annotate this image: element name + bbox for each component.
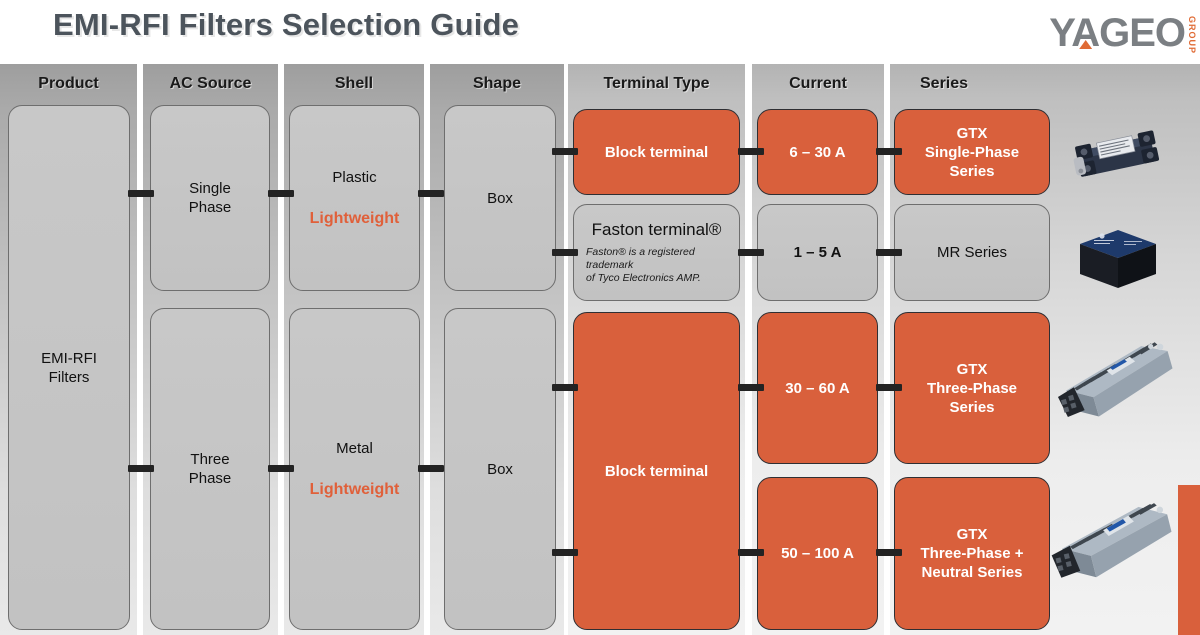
- node-label-line1: MR Series: [936, 244, 1007, 261]
- connector-metal-to-box-bottom: [418, 465, 444, 472]
- connector-30-60a-to-gtx-three-phase: [876, 384, 902, 391]
- connector-faston-terminal-to-1-5a: [738, 249, 764, 256]
- node-label-line2: Single-Phase: [924, 143, 1020, 161]
- connector-box-top-to-block-terminal: [552, 148, 578, 155]
- node-label-line1: Metal: [336, 440, 373, 457]
- logo-group-label: GROUP: [1187, 16, 1197, 55]
- node-shape-box-top[interactable]: Box: [444, 105, 556, 291]
- node-label-line1: Single: [189, 180, 231, 197]
- node-label-line2: Phase: [188, 470, 232, 487]
- node-label-line1: GTX: [956, 360, 988, 378]
- node-label-line1: Box: [487, 460, 513, 478]
- node-terminal-block-terminal-top[interactable]: Block terminal: [573, 109, 740, 195]
- node-label-line1: Box: [487, 189, 513, 207]
- node-label-line3: Series: [949, 398, 995, 416]
- column-header-shape: Shape: [472, 75, 521, 92]
- node-label-line3: Series: [949, 162, 995, 180]
- connector-block-terminal-to-30-60a: [738, 384, 764, 391]
- connector-box-top-to-faston-terminal: [552, 249, 578, 256]
- node-label-line1: Block terminal: [604, 143, 709, 161]
- connector-three-phase-to-metal: [268, 465, 294, 472]
- node-label-line2: Three-Phase: [926, 379, 1018, 397]
- node-label-line1: Block terminal: [604, 462, 709, 480]
- column-header-ac-source: AC Source: [169, 75, 252, 92]
- node-product-emi-rfi-filters[interactable]: EMI-RFI Filters: [8, 105, 130, 630]
- node-label-line1: 30 – 60 A: [785, 379, 850, 397]
- yageo-logo: YAGEO GROUP: [1049, 11, 1197, 57]
- node-label-line2: Phase: [188, 199, 232, 216]
- column-header-terminal-type: Terminal Type: [603, 75, 710, 92]
- node-current-1-5a[interactable]: 1 – 5 A: [757, 204, 878, 301]
- logo-wordmark: YAGEO: [1049, 11, 1186, 55]
- node-shell-plastic[interactable]: Plastic Lightweight: [289, 105, 420, 291]
- node-ac-source-single-phase[interactable]: Single Phase: [150, 105, 270, 291]
- node-label-line3: Neutral Series: [921, 564, 1023, 581]
- right-accent-bar: [1178, 485, 1200, 635]
- connector-plastic-to-box-top: [418, 190, 444, 197]
- mr-series-filter-photo: [1072, 222, 1164, 288]
- node-label-highlight: Lightweight: [309, 210, 400, 227]
- gtx-single-phase-filter-photo: [1068, 123, 1168, 193]
- column-header-shell: Shell: [334, 75, 374, 92]
- node-label-highlight: Lightweight: [309, 481, 400, 498]
- node-label-line1: EMI-RFI: [41, 349, 97, 367]
- logo-triangle-accent-icon: [1079, 40, 1093, 49]
- column-header-current: Current: [789, 75, 847, 92]
- connector-product-to-three-phase: [128, 465, 154, 472]
- node-label-line1: 6 – 30 A: [789, 143, 846, 161]
- page-title: EMI-RFI Filters Selection Guide: [53, 7, 520, 42]
- node-footnote-line2: of Tyco Electronics AMP.: [586, 272, 701, 284]
- node-label-line1: Plastic: [332, 169, 377, 186]
- connector-block-terminal-to-6-30a: [738, 148, 764, 155]
- connector-product-to-single-phase: [128, 190, 154, 197]
- node-series-gtx-three-phase-neutral[interactable]: GTX Three-Phase + Neutral Series: [894, 477, 1050, 630]
- node-current-30-60a[interactable]: 30 – 60 A: [757, 312, 878, 464]
- connector-6-30a-to-gtx-single-phase: [876, 148, 902, 155]
- node-label-line2: Filters: [48, 368, 90, 386]
- column-header-series: Series: [920, 75, 969, 92]
- node-series-gtx-single-phase[interactable]: GTX Single-Phase Series: [894, 109, 1050, 195]
- node-shape-box-bottom[interactable]: Box: [444, 308, 556, 630]
- connector-box-bottom-to-block-terminal-b: [552, 549, 578, 556]
- connector-1-5a-to-mr-series: [876, 249, 902, 256]
- node-series-gtx-three-phase[interactable]: GTX Three-Phase Series: [894, 312, 1050, 464]
- node-terminal-block-terminal-bottom[interactable]: Block terminal: [573, 312, 740, 630]
- node-ac-source-three-phase[interactable]: Three Phase: [150, 308, 270, 630]
- node-label-line1: 1 – 5 A: [793, 244, 842, 261]
- node-label-line1: GTX: [956, 526, 988, 543]
- column-header-product: Product: [38, 75, 99, 92]
- node-terminal-faston-terminal[interactable]: Faston terminal® Faston® is a registered…: [573, 204, 740, 301]
- node-label-line1: GTX: [956, 124, 988, 142]
- gtx-three-phase-filter-photo: [1053, 340, 1183, 430]
- node-footnote-line1: Faston® is a registered trademark: [586, 246, 695, 271]
- node-label-line1: Faston terminal®: [591, 220, 722, 239]
- node-label-line1: Three: [190, 451, 230, 468]
- node-shell-metal[interactable]: Metal Lightweight: [289, 308, 420, 630]
- node-label-line2: Three-Phase +: [920, 545, 1024, 562]
- connector-single-phase-to-plastic: [268, 190, 294, 197]
- node-series-mr-series[interactable]: MR Series: [894, 204, 1050, 301]
- node-current-6-30a[interactable]: 6 – 30 A: [757, 109, 878, 195]
- connector-block-terminal-to-50-100a: [738, 549, 764, 556]
- connector-box-bottom-to-block-terminal-a: [552, 384, 578, 391]
- node-label-line1: 50 – 100 A: [781, 545, 854, 562]
- node-current-50-100a[interactable]: 50 – 100 A: [757, 477, 878, 630]
- gtx-three-phase-neutral-filter-photo: [1047, 498, 1182, 593]
- connector-50-100a-to-gtx-three-phase-neutral: [876, 549, 902, 556]
